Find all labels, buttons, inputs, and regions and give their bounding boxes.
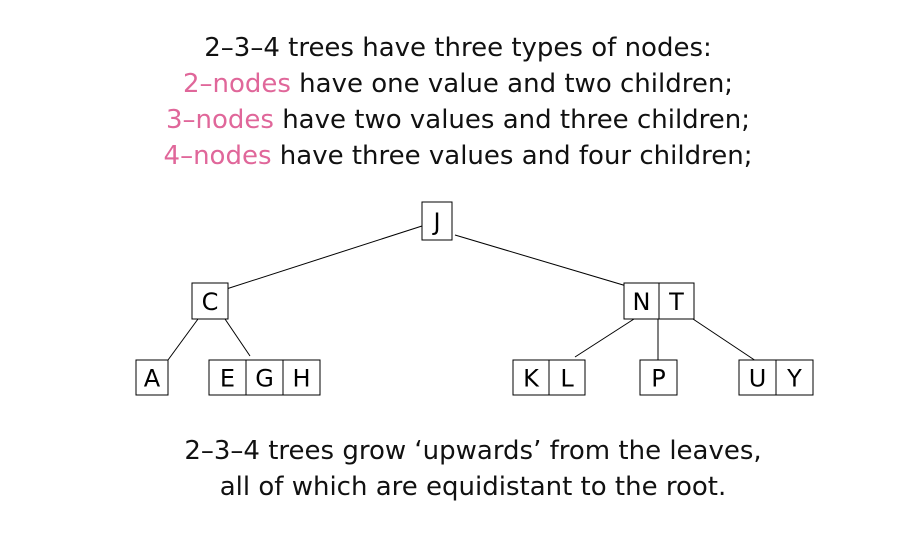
- footer-line-2: all of which are equidistant to the root…: [219, 472, 727, 502]
- tree-node-left: C: [191, 282, 229, 320]
- intro-line-2-rest: have one value and two children;: [290, 69, 734, 99]
- footer-line-1: 2–3–4 trees grow ‘upwards’ from the leav…: [184, 436, 762, 466]
- term-2-nodes: 2–nodes: [182, 69, 291, 99]
- tree-edge: [692, 318, 757, 362]
- tree-edge: [454, 234, 641, 291]
- node-key: E: [220, 365, 235, 393]
- tree-edges: [167, 225, 757, 362]
- node-key: J: [431, 208, 440, 236]
- intro-text: 2–3–4 trees have three types of nodes: 2…: [0, 30, 916, 174]
- node-cell: [245, 359, 284, 396]
- node-key: K: [523, 365, 540, 393]
- node-cell: [135, 359, 169, 396]
- node-key: A: [144, 365, 161, 393]
- tree-edge: [224, 318, 251, 357]
- node-key: Y: [786, 365, 802, 393]
- tree-edge: [574, 318, 635, 358]
- intro-line-4: 4–nodes have three values and four child…: [0, 138, 916, 174]
- node-cell: [658, 282, 695, 320]
- footer-text: 2–3–4 trees grow ‘upwards’ from the leav…: [0, 433, 916, 505]
- node-cell: [639, 359, 678, 396]
- tree-edge: [216, 225, 423, 293]
- node-key: U: [749, 365, 767, 393]
- intro-line-3-rest: have two values and three children;: [273, 105, 751, 135]
- node-key: C: [202, 288, 219, 316]
- intro-line-1: 2–3–4 trees have three types of nodes:: [204, 33, 712, 63]
- term-3-nodes: 3–nodes: [165, 105, 274, 135]
- intro-line-3: 3–nodes have two values and three childr…: [0, 102, 916, 138]
- node-cell: [512, 359, 550, 396]
- tree-edge: [167, 318, 199, 361]
- node-key: G: [255, 365, 274, 393]
- node-key: T: [668, 288, 684, 316]
- node-cell: [282, 359, 321, 396]
- term-4-nodes: 4–nodes: [163, 141, 272, 171]
- intro-line-2: 2–nodes have one value and two children;: [0, 66, 916, 102]
- node-key: N: [633, 288, 651, 316]
- tree-node-leaf-a: A: [135, 359, 169, 396]
- tree-node-root: J: [421, 201, 453, 241]
- tree-node-leaf-p: P: [639, 359, 678, 396]
- node-key: H: [292, 365, 310, 393]
- node-cell: [775, 359, 814, 396]
- node-key: P: [651, 365, 665, 393]
- node-cell: [548, 359, 586, 396]
- node-cell: [191, 282, 229, 320]
- node-key: L: [560, 365, 574, 393]
- intro-line-4-rest: have three values and four children;: [271, 141, 753, 171]
- node-cell: [421, 201, 453, 241]
